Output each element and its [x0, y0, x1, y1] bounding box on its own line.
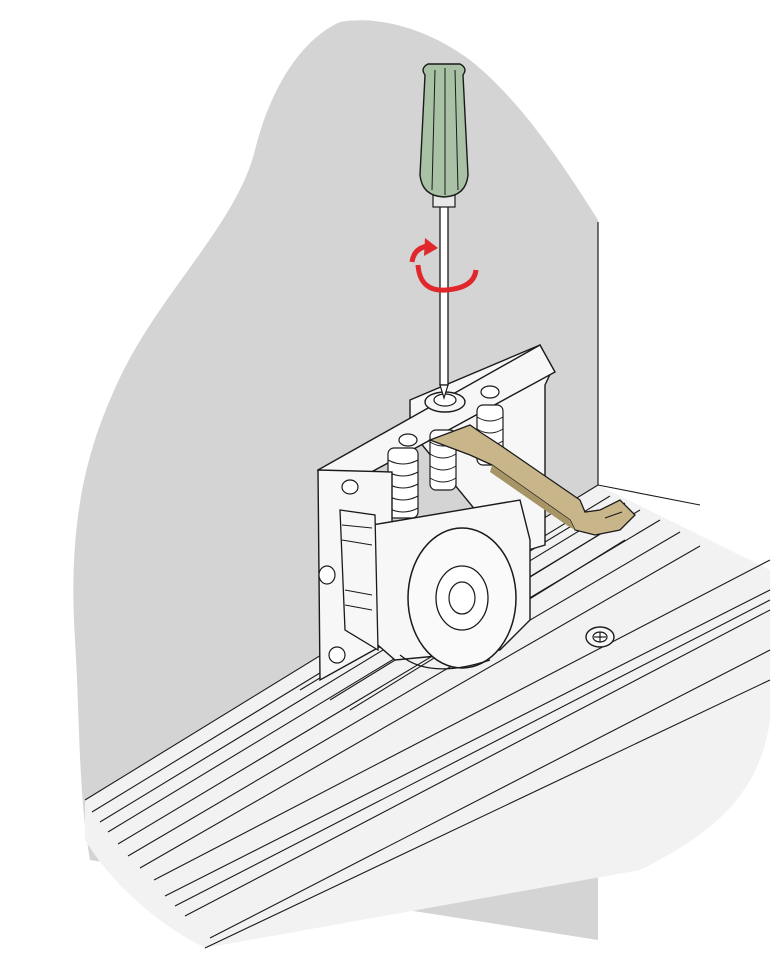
open-end-wrench-icon: [428, 424, 636, 536]
roller-wheel: [407, 527, 517, 669]
track-rail-body: [85, 485, 770, 948]
clockwise-rotation-arrow-icon: [409, 238, 479, 293]
track-rail-lines: [84, 484, 771, 949]
roller-clip: [339, 509, 379, 652]
track-screw-icon: [585, 626, 615, 648]
top-bracket-holes: [398, 385, 500, 447]
adjustment-screw-icon: [424, 391, 466, 413]
spring-coils: [387, 416, 504, 513]
clip-details: [341, 524, 373, 611]
roller-wheel-base: [399, 654, 491, 670]
side-plate-screws: [318, 479, 359, 664]
